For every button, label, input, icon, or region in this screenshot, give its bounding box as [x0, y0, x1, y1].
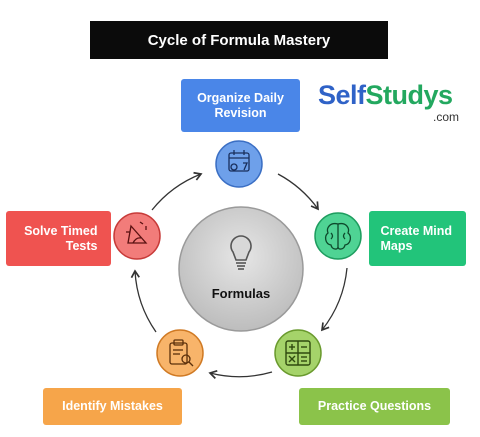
node-organize-icon-circle	[215, 140, 263, 188]
arrow-organize-to-mindmaps	[277, 173, 319, 211]
logo-brand-part2: Studys	[365, 80, 454, 110]
step-label-timed: Solve Timed Tests	[24, 223, 98, 253]
step-box-mistakes: Identify Mistakes	[43, 388, 182, 425]
node-timed-icon-circle	[113, 212, 161, 260]
logo-brand-part1: Self	[318, 80, 366, 110]
step-label-practice: Practice Questions	[317, 399, 432, 413]
lightbulb-icon	[230, 235, 252, 270]
node-practice-icon-circle	[274, 329, 322, 377]
calendar-gear-icon	[228, 150, 250, 172]
step-label-mistakes: Identify Mistakes	[62, 399, 163, 413]
arrow-mistakes-to-timed	[130, 269, 157, 333]
center-label: Formulas	[212, 286, 271, 301]
step-box-practice: Practice Questions	[299, 388, 450, 425]
center-node: Formulas	[178, 206, 304, 332]
stopwatch-icon	[126, 221, 148, 244]
node-mistakes-icon-circle	[156, 329, 204, 377]
arrow-practice-to-mistakes	[208, 370, 273, 379]
node-mindmaps-icon-circle	[314, 212, 362, 260]
logo-suffix: .com	[432, 110, 459, 124]
brain-icon	[324, 222, 352, 250]
arrow-timed-to-organize	[151, 171, 203, 211]
step-label-mindmaps: Create Mind Maps	[380, 223, 453, 253]
diagram-title: Cycle of Formula Mastery	[90, 21, 388, 59]
step-box-mindmaps: Create Mind Maps	[369, 211, 466, 266]
calculator-icon	[285, 340, 311, 366]
step-box-timed: Solve Timed Tests	[6, 211, 111, 266]
selfstudys-logo: SelfStudys .com	[318, 80, 463, 130]
step-box-organize: Organize Daily Revision	[181, 79, 300, 132]
clipboard-search-icon	[169, 339, 194, 367]
logo-brand: SelfStudys	[318, 80, 453, 111]
step-label-organize: Organize Daily Revision	[197, 90, 284, 120]
arrow-mindmaps-to-practice	[320, 267, 348, 332]
